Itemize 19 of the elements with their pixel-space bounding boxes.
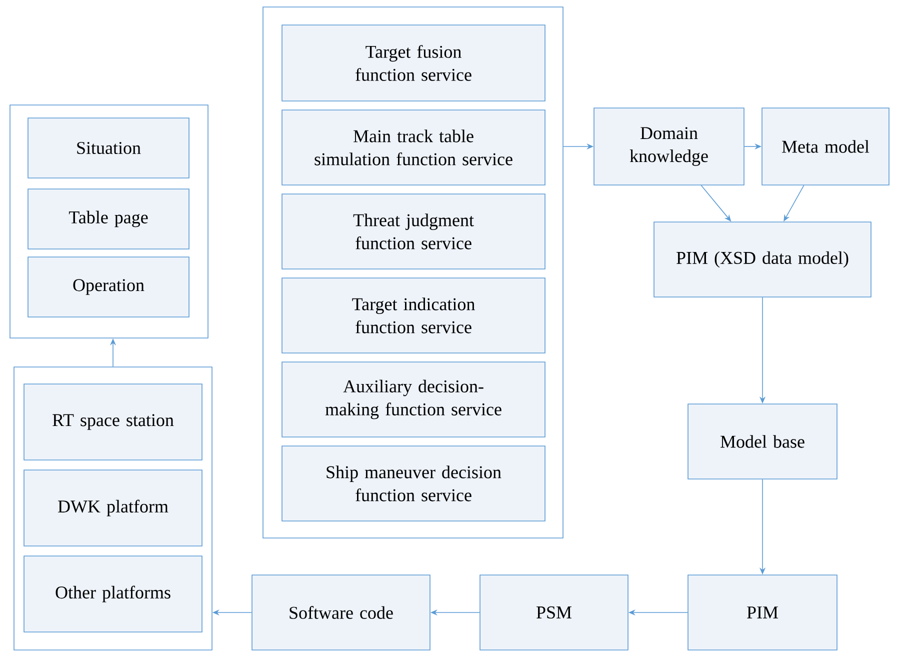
process-box: PIM bbox=[688, 574, 838, 650]
process-box: Table page bbox=[28, 188, 190, 250]
process-box: Target indication function service bbox=[282, 278, 546, 354]
process-box: Threat judgment function service bbox=[282, 194, 546, 270]
process-box: PIM (XSD data model) bbox=[654, 222, 872, 298]
process-box: Ship maneuver decision function service bbox=[282, 446, 546, 522]
process-box: Other platforms bbox=[24, 556, 202, 632]
process-box: PSM bbox=[480, 574, 628, 650]
process-box: Auxiliary decision-making function service bbox=[282, 362, 546, 438]
process-box: Target fusion function service bbox=[282, 24, 546, 102]
process-box: DWK platform bbox=[24, 470, 202, 546]
process-box: Meta model bbox=[762, 108, 890, 186]
process-box: Operation bbox=[28, 256, 190, 318]
process-box: Domain knowledge bbox=[594, 108, 744, 186]
process-box: RT space station bbox=[24, 384, 202, 460]
process-box: Software code bbox=[252, 574, 430, 650]
process-box: Main track table simulation function service bbox=[282, 110, 546, 186]
process-box: Model base bbox=[688, 404, 838, 480]
process-box: Situation bbox=[28, 118, 190, 178]
